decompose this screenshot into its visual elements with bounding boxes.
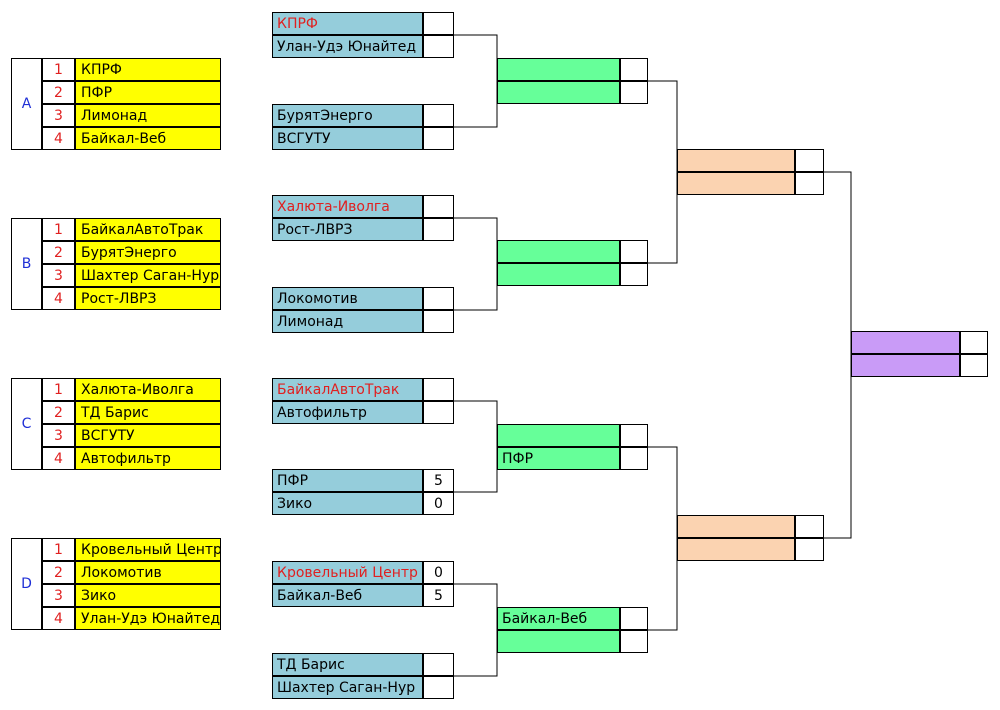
round1-match-8-bottom-score: [423, 676, 454, 699]
quarterfinal-match-1-top-score: [620, 58, 648, 81]
semifinal-match-2-top-score: [795, 515, 824, 538]
connector-line: [648, 446, 678, 631]
group-team-name: Байкал-Веб: [75, 127, 221, 150]
group-letter-d: D: [11, 538, 42, 630]
quarterfinal-match-3-top-score: [620, 424, 648, 447]
group-seed-number: 4: [42, 447, 75, 470]
round1-match-4-top-team: Локомотив: [272, 287, 423, 310]
group-seed-number: 4: [42, 287, 75, 310]
round1-match-3-top-team: Халюта-Иволга: [272, 195, 423, 218]
round1-match-3-bottom-team: Рост-ЛВРЗ: [272, 218, 423, 241]
semifinal-match-1-bottom-score: [795, 172, 824, 195]
final-match-bottom-score: [960, 354, 988, 377]
connector-line: [824, 171, 852, 539]
round1-match-1-top-team: КПРФ: [272, 12, 423, 35]
round1-match-3-bottom-score: [423, 218, 454, 241]
round1-match-8-top-score: [423, 653, 454, 676]
connector-line: [454, 583, 498, 677]
group-seed-number: 1: [42, 538, 75, 561]
quarterfinal-match-3-bottom-team: ПФР: [497, 447, 620, 470]
connector-line: [454, 34, 498, 128]
semifinal-match-2-bottom-score: [795, 538, 824, 561]
round1-match-5-top-score: [423, 378, 454, 401]
round1-match-8-bottom-team: Шахтер Саган-Нур: [272, 676, 423, 699]
connector-line: [454, 217, 498, 311]
round1-match-4-bottom-score: [423, 310, 454, 333]
group-seed-number: 2: [42, 561, 75, 584]
round1-match-6-bottom-team: Зико: [272, 492, 423, 515]
group-seed-number: 3: [42, 104, 75, 127]
round1-match-5-bottom-score: [423, 401, 454, 424]
round1-match-1-bottom-score: [423, 35, 454, 58]
round1-match-6-bottom-score: 0: [423, 492, 454, 515]
round1-match-2-bottom-team: ВСГУТУ: [272, 127, 423, 150]
round1-match-2-bottom-score: [423, 127, 454, 150]
quarterfinal-match-4-bottom-score: [620, 630, 648, 653]
quarterfinal-match-3-bottom-score: [620, 447, 648, 470]
group-team-name: ВСГУТУ: [75, 424, 221, 447]
round1-match-6-top-score: 5: [423, 469, 454, 492]
group-team-name: Халюта-Иволга: [75, 378, 221, 401]
group-team-name: ТД Барис: [75, 401, 221, 424]
semifinal-match-1-top-score: [795, 149, 824, 172]
group-team-name: Шахтер Саган-Нур: [75, 264, 221, 287]
group-seed-number: 1: [42, 58, 75, 81]
round1-match-3-top-score: [423, 195, 454, 218]
group-team-name: БайкалАвтоТрак: [75, 218, 221, 241]
group-team-name: Улан-Удэ Юнайтед: [75, 607, 221, 630]
final-match-top-score: [960, 331, 988, 354]
round1-match-5-bottom-team: Автофильтр: [272, 401, 423, 424]
group-letter-a: A: [11, 58, 42, 150]
group-seed-number: 4: [42, 607, 75, 630]
group-seed-number: 3: [42, 264, 75, 287]
group-team-name: Кровельный Центр: [75, 538, 221, 561]
round1-match-2-top-team: БурятЭнерго: [272, 104, 423, 127]
connector-line: [454, 400, 498, 493]
connector-line: [648, 80, 678, 264]
group-team-name: БурятЭнерго: [75, 241, 221, 264]
group-seed-number: 1: [42, 378, 75, 401]
round1-match-7-top-score: 0: [423, 561, 454, 584]
round1-match-1-top-score: [423, 12, 454, 35]
round1-match-4-bottom-team: Лимонад: [272, 310, 423, 333]
round1-match-7-top-team: Кровельный Центр: [272, 561, 423, 584]
quarterfinal-match-1-bottom-score: [620, 81, 648, 104]
group-letter-c: C: [11, 378, 42, 470]
group-team-name: Локомотив: [75, 561, 221, 584]
group-seed-number: 2: [42, 81, 75, 104]
round1-match-4-top-score: [423, 287, 454, 310]
round1-match-6-top-team: ПФР: [272, 469, 423, 492]
group-team-name: Лимонад: [75, 104, 221, 127]
group-seed-number: 3: [42, 584, 75, 607]
group-team-name: ПФР: [75, 81, 221, 104]
round1-match-7-bottom-team: Байкал-Веб: [272, 584, 423, 607]
round1-match-2-top-score: [423, 104, 454, 127]
round1-match-7-bottom-score: 5: [423, 584, 454, 607]
quarterfinal-match-2-top-score: [620, 240, 648, 263]
quarterfinal-match-4-top-team: Байкал-Веб: [497, 607, 620, 630]
quarterfinal-match-4-top-score: [620, 607, 648, 630]
group-team-name: Автофильтр: [75, 447, 221, 470]
group-team-name: КПРФ: [75, 58, 221, 81]
round1-match-5-top-team: БайкалАвтоТрак: [272, 378, 423, 401]
group-seed-number: 1: [42, 218, 75, 241]
quarterfinal-match-2-bottom-score: [620, 263, 648, 286]
group-letter-b: B: [11, 218, 42, 310]
group-seed-number: 3: [42, 424, 75, 447]
group-seed-number: 2: [42, 401, 75, 424]
group-seed-number: 2: [42, 241, 75, 264]
round1-match-1-bottom-team: Улан-Удэ Юнайтед: [272, 35, 423, 58]
group-team-name: Рост-ЛВРЗ: [75, 287, 221, 310]
round1-match-8-top-team: ТД Барис: [272, 653, 423, 676]
group-seed-number: 4: [42, 127, 75, 150]
group-team-name: Зико: [75, 584, 221, 607]
